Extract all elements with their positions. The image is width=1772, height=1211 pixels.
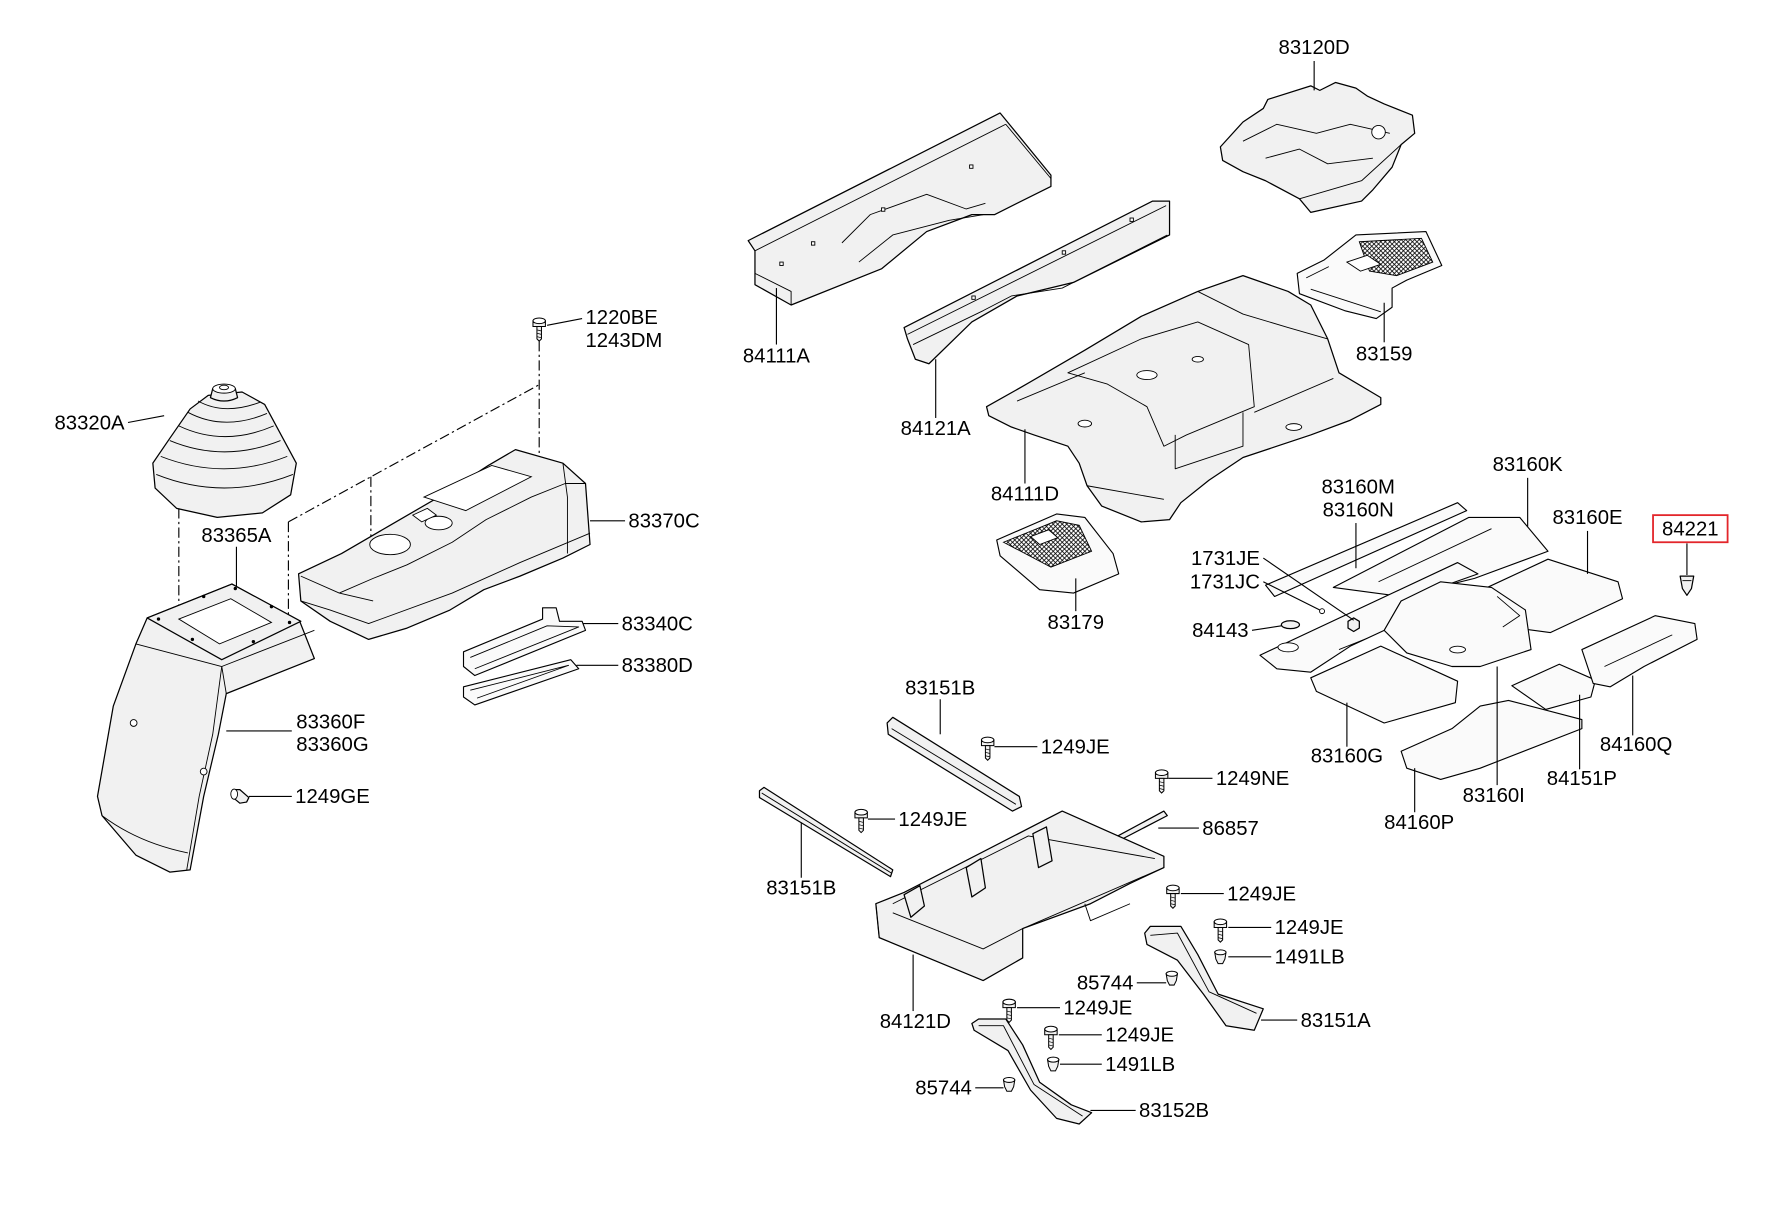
selected-part-highlight-box [1652, 514, 1729, 544]
carpet-fasteners [1280, 608, 1360, 633]
floor-rail-upper [747, 112, 1052, 306]
callout-1243DM[interactable]: 1243DM [586, 330, 663, 352]
callout-83360F[interactable]: 83360F [296, 712, 365, 734]
callout-1249JE-1[interactable]: 1249JE [1041, 736, 1110, 758]
callout-83160N[interactable]: 83160N [1323, 499, 1394, 521]
rear-floor-panel [1219, 81, 1416, 213]
center-console [297, 448, 591, 641]
callout-1731JE[interactable]: 1731JE [1191, 548, 1260, 570]
callout-1249GE[interactable]: 1249GE [295, 786, 370, 808]
leader-lines [127, 61, 1688, 1112]
floor-mat-rear [1296, 231, 1443, 320]
callout-84121D[interactable]: 84121D [880, 1011, 951, 1033]
callout-labels: 83120D 84111A 84121A 83159 84111D 83160K… [55, 37, 1729, 1122]
callout-1249JE-3[interactable]: 1249JE [1227, 883, 1296, 905]
carpet-clip [1679, 575, 1695, 596]
carpet-center [1383, 581, 1532, 668]
callout-84143[interactable]: 84143 [1192, 620, 1249, 642]
callout-85744-1[interactable]: 85744 [1077, 973, 1134, 995]
rear-floor-tray [875, 810, 1165, 982]
callout-1220BE[interactable]: 1220BE [586, 307, 658, 329]
callout-83360G[interactable]: 83360G [296, 734, 368, 756]
callout-83179[interactable]: 83179 [1048, 612, 1105, 634]
callout-83159[interactable]: 83159 [1356, 343, 1413, 365]
callout-83380D[interactable]: 83380D [622, 655, 693, 677]
callout-86857[interactable]: 86857 [1202, 818, 1259, 840]
side-rail-upper [886, 716, 1023, 812]
callout-83340C[interactable]: 83340C [622, 613, 693, 635]
callout-84160P[interactable]: 84160P [1384, 812, 1454, 834]
console-gasket-lower [462, 659, 580, 706]
carpet-patch [1511, 663, 1596, 710]
callout-83160I[interactable]: 83160I [1463, 785, 1525, 807]
rear-bracket-right [1144, 925, 1264, 1031]
callout-84221-selected[interactable]: 84221 [1662, 518, 1719, 540]
callout-84151P[interactable]: 84151P [1547, 768, 1617, 790]
callout-1249NE[interactable]: 1249NE [1216, 768, 1289, 790]
callout-1731JC[interactable]: 1731JC [1190, 572, 1260, 594]
callout-83151A[interactable]: 83151A [1301, 1010, 1372, 1032]
shift-bezel [146, 583, 302, 661]
callout-83160M[interactable]: 83160M [1321, 477, 1394, 499]
callout-84121A[interactable]: 84121A [901, 418, 972, 440]
callout-83160K[interactable]: 83160K [1493, 454, 1564, 476]
callout-83160G[interactable]: 83160G [1311, 746, 1383, 768]
floor-rail-middle [903, 200, 1171, 365]
callout-83320A[interactable]: 83320A [55, 412, 126, 434]
callout-1249JE-5[interactable]: 1249JE [1063, 997, 1132, 1019]
shift-boot [152, 383, 297, 519]
housing-screw [230, 788, 250, 804]
callout-1491LB-2[interactable]: 1491LB [1105, 1054, 1175, 1076]
carpet-rear-right [1581, 615, 1698, 688]
callout-85744-2[interactable]: 85744 [915, 1078, 972, 1100]
console-gasket-upper [462, 607, 587, 677]
callout-83152B[interactable]: 83152B [1139, 1100, 1209, 1122]
callout-83370C[interactable]: 83370C [628, 511, 699, 533]
floor-mat-front [996, 513, 1120, 594]
callout-1249JE-2[interactable]: 1249JE [898, 809, 967, 831]
callout-83160E[interactable]: 83160E [1552, 507, 1622, 529]
callout-1249JE-4[interactable]: 1249JE [1275, 917, 1344, 939]
main-floor-panel [985, 275, 1382, 523]
callout-83151B-upper[interactable]: 83151B [905, 678, 975, 700]
callout-84111A[interactable]: 84111A [743, 346, 811, 368]
callout-84111D[interactable]: 84111D [991, 483, 1059, 505]
rear-bracket-left [971, 1018, 1093, 1125]
callout-83365A[interactable]: 83365A [201, 525, 272, 547]
callout-1249JE-6[interactable]: 1249JE [1105, 1025, 1174, 1047]
callout-84160Q[interactable]: 84160Q [1600, 734, 1672, 756]
side-rail-lower [758, 786, 894, 878]
carpet-rear [1400, 699, 1583, 781]
callout-83120D[interactable]: 83120D [1279, 37, 1350, 59]
carpet-strip [1265, 502, 1468, 598]
console-housing [96, 583, 316, 873]
callout-1491LB-1[interactable]: 1491LB [1275, 947, 1345, 969]
callout-83151B-lower[interactable]: 83151B [766, 878, 836, 900]
